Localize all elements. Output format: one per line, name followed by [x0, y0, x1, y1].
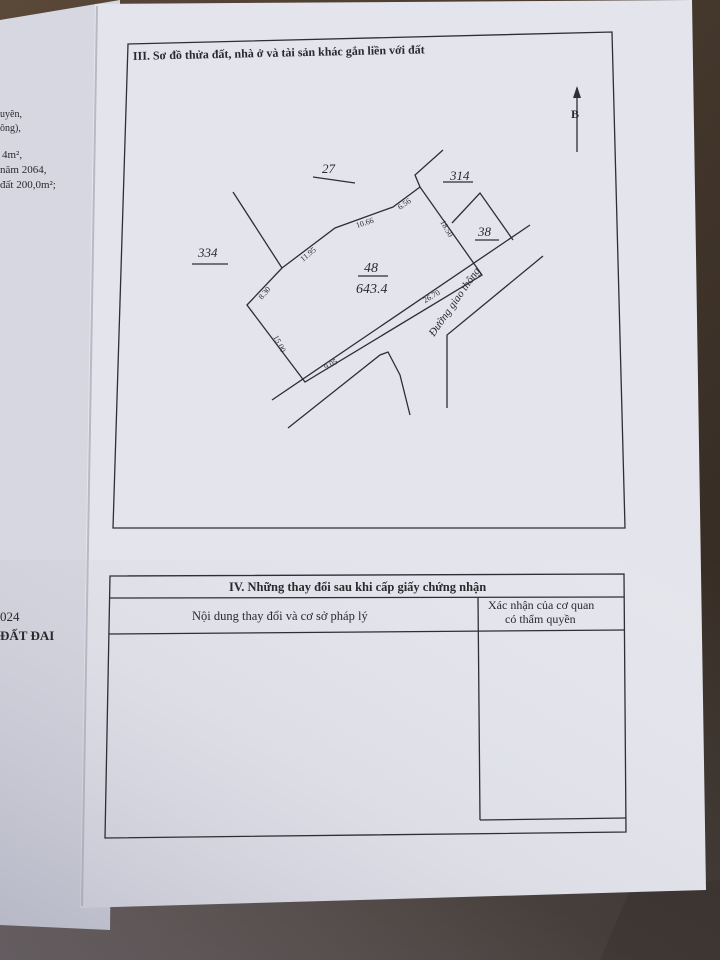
north-label: B	[571, 107, 579, 121]
left-fragment: ĐẤT ĐAI	[0, 628, 54, 643]
left-fragment: năm 2064,	[0, 164, 47, 176]
left-fragment: 4m²,	[2, 149, 22, 161]
col-header-content: Nội dung thay đổi và cơ sở pháp lý	[192, 609, 368, 623]
parcel-48-area: 643.4	[356, 282, 388, 297]
north-arrow: B	[571, 86, 581, 152]
left-fragment: đất 200,0m²;	[0, 179, 56, 191]
shadow-overlay	[0, 560, 720, 960]
left-fragment: ông),	[0, 123, 21, 134]
parcel-27-label: 27	[322, 161, 336, 176]
col-header-confirm-line2: có thẩm quyền	[505, 612, 576, 626]
left-page-text: uyên, ông), 4m², năm 2064, đất 200,0m²; …	[0, 109, 56, 643]
diagram-frame	[112, 31, 626, 529]
parcel-48-number: 48	[364, 261, 378, 276]
parcel-334-label: 334	[197, 245, 218, 260]
section4-title: IV. Những thay đổi sau khi cấp giấy chứn…	[229, 580, 486, 594]
parcel-48-boundary	[246, 186, 483, 383]
section3-title: III. Sơ đồ thửa đất, nhà ở và tài sản kh…	[133, 42, 425, 63]
parcel-38-label: 38	[477, 224, 492, 239]
table-border	[104, 573, 627, 839]
left-fragment: uyên,	[0, 109, 22, 120]
changes-table: IV. Những thay đổi sau khi cấp giấy chứn…	[104, 573, 627, 839]
parcel-314-label: 314	[449, 168, 470, 183]
left-fragment: 024	[0, 609, 20, 624]
col-header-confirm-line1: Xác nhận của cơ quan	[488, 598, 594, 612]
